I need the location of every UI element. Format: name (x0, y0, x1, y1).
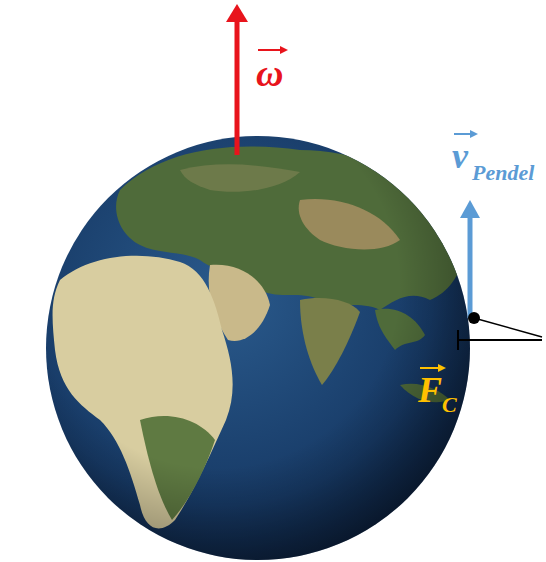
velocity-label-holder: v (452, 138, 468, 174)
omega-label-holder: ω (256, 54, 283, 92)
arrow-head (226, 4, 248, 22)
velocity-arrow (468, 212, 473, 318)
velocity-subscript: Pendel (472, 160, 534, 185)
arrow-head (460, 200, 480, 218)
force-label-holder: F (418, 372, 442, 408)
force-subscript-holder: C (442, 394, 457, 416)
force-subscript: C (442, 392, 457, 417)
globe (46, 136, 470, 560)
vector-arrows (258, 46, 478, 372)
velocity-subscript-holder: Pendel (472, 162, 534, 184)
omega-label: ω (256, 52, 283, 94)
rotation-axis-arrow (235, 14, 240, 155)
pendulum-symbol (458, 312, 542, 350)
velocity-label: v (452, 136, 468, 176)
force-label: F (418, 370, 442, 410)
